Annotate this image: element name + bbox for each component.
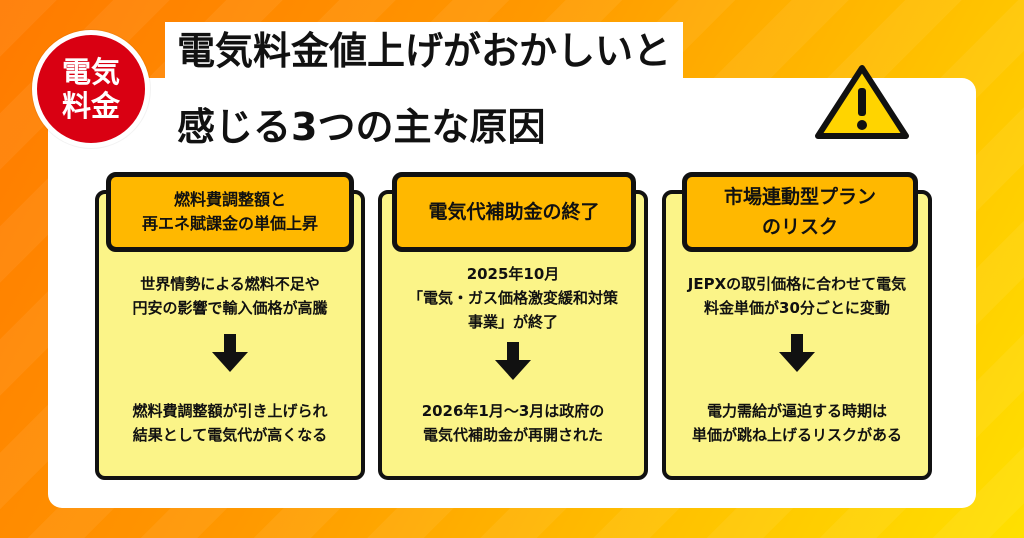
cause-text: 2025年10月「電気・ガス価格激変緩和対策事業」が終了 [407, 265, 618, 331]
arrow-down-icon [212, 334, 248, 372]
title-line2: 感じる3つの主な原因 [177, 105, 546, 149]
badge-line2: 料金 [61, 89, 120, 123]
category-badge: 電気 料金 [32, 30, 150, 148]
card-heading-1: 燃料費調整額と再エネ賦課金の単価上昇 [106, 172, 354, 252]
result-text: 燃料費調整額が引き上げられ結果として電気代が高くなる [132, 402, 328, 444]
card-heading-3: 市場連動型プランのリスク [682, 172, 918, 252]
result-text: 電力需給が逼迫する時期は単価が跳ね上げるリスクがある [691, 402, 902, 444]
arrow-down-icon [779, 334, 815, 372]
cause-text: 世界情勢による燃料不足や円安の影響で輸入価格が高騰 [132, 275, 328, 317]
result-text: 2026年1月～3月は政府の電気代補助金が再開された [421, 402, 605, 444]
cause-text: JEPXの取引価格に合わせて電気料金単価が30分ごとに変動 [687, 275, 907, 317]
warning-icon [815, 65, 909, 139]
badge-line1: 電気 [61, 55, 120, 89]
card-heading-2: 電気代補助金の終了 [392, 172, 636, 252]
arrow-down-icon [495, 342, 531, 380]
title-line1: 電気料金値上げがおかしいと [165, 22, 684, 80]
